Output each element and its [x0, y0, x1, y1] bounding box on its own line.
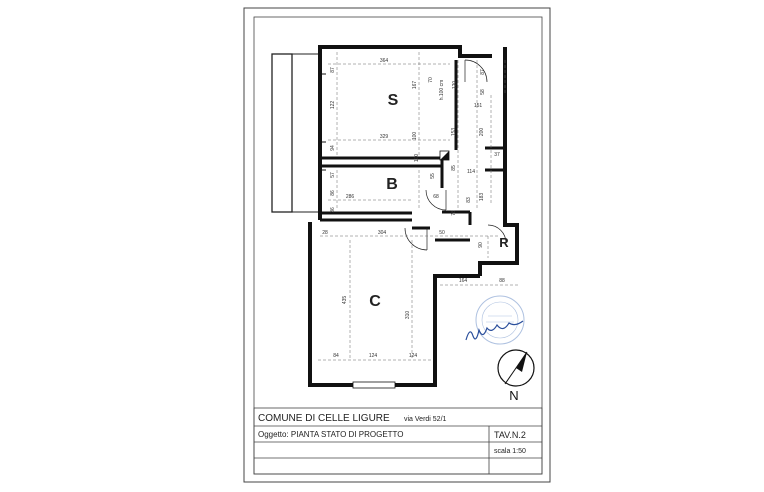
dimension-lines — [318, 52, 520, 361]
room-label-c: C — [369, 293, 381, 310]
dim-c-top-width: 304 — [378, 230, 387, 236]
dim-c-right-ext2: 88 — [499, 278, 505, 284]
dim-top-right-a: 70 — [428, 77, 434, 83]
dim-c-door: 50 — [439, 230, 445, 236]
chimney-fill — [440, 151, 449, 160]
dim-s-left-2: 122 — [330, 101, 336, 110]
dim-b-right: 83 — [466, 197, 472, 203]
title-subject: Oggetto: PIANTA STATO DI PROGETTO — [258, 430, 404, 439]
doors — [404, 59, 507, 251]
room-label-r: R — [499, 235, 509, 250]
dim-b-mid-1: 55 — [430, 173, 436, 179]
dim-top-right-b: 120 — [452, 81, 458, 90]
dim-b-mid-3: 78 — [451, 210, 457, 216]
dim-top-right-f: 200 — [479, 128, 485, 137]
balcony — [271, 53, 293, 213]
title-municipality: COMUNE DI CELLE LIGURE — [258, 413, 390, 424]
north-label: N — [509, 388, 518, 403]
title-address: via Verdi 52/1 — [404, 416, 447, 423]
dim-b-width: 286 — [346, 194, 355, 200]
room-label-b: B — [386, 176, 398, 193]
dim-c-bottom-3: 124 — [409, 353, 418, 359]
interior-walls — [320, 60, 505, 242]
dim-s-left-1: 87 — [330, 67, 336, 73]
title-block — [253, 407, 543, 475]
dim-s-sill: 94 — [330, 145, 336, 151]
dim-b-left-2: 86 — [330, 190, 336, 196]
approval-stamp — [475, 295, 525, 345]
dim-c-bottom-1: 84 — [333, 353, 339, 359]
dim-b-door: 68 — [433, 194, 439, 200]
title-scale: scala 1:50 — [494, 448, 526, 455]
dim-c-right: 90 — [478, 242, 484, 248]
dim-corr-2: 114 — [467, 169, 475, 175]
signature — [465, 320, 524, 341]
window-c — [352, 381, 396, 389]
dim-s-width-2: 329 — [380, 134, 389, 140]
dim-s-mid-1: 167 — [412, 81, 418, 90]
dim-c-bottom-2: 124 — [369, 353, 378, 359]
dim-top-right-c: 87 — [480, 69, 486, 75]
title-sheet-number: TAV.N.2 — [494, 430, 526, 440]
dim-c-height: 435 — [342, 296, 348, 305]
dim-corr-1: 100 — [414, 154, 420, 163]
dim-c-height-inner: 310 — [405, 311, 411, 320]
room-label-s: S — [388, 92, 399, 109]
dim-b-mid-2: 85 — [451, 165, 457, 171]
dim-b-left-1: 57 — [330, 172, 336, 178]
dim-height-note: h.100 cm — [439, 80, 445, 101]
dimension-labels: 364 87 122 167 100 329 94 70 120 87 58 1… — [322, 58, 505, 359]
sheet-frame-outer — [243, 7, 551, 483]
dim-top-right-e: 151 — [474, 103, 483, 109]
dim-s-mid-2: 100 — [412, 132, 418, 141]
dim-c-top-left: 28 — [322, 230, 328, 236]
dim-top-right-g: 153 — [451, 128, 457, 137]
dim-corr-3: 183 — [479, 193, 485, 202]
dim-b-left-3: 36 — [330, 207, 336, 213]
dim-top-right-d: 58 — [480, 89, 486, 95]
dim-s-top-width: 364 — [380, 58, 389, 64]
dim-c-right-ext: 164 — [459, 278, 468, 284]
dim-top-right-h: 37 — [494, 152, 500, 158]
north-arrow-icon — [497, 349, 535, 387]
outer-walls — [308, 45, 519, 387]
